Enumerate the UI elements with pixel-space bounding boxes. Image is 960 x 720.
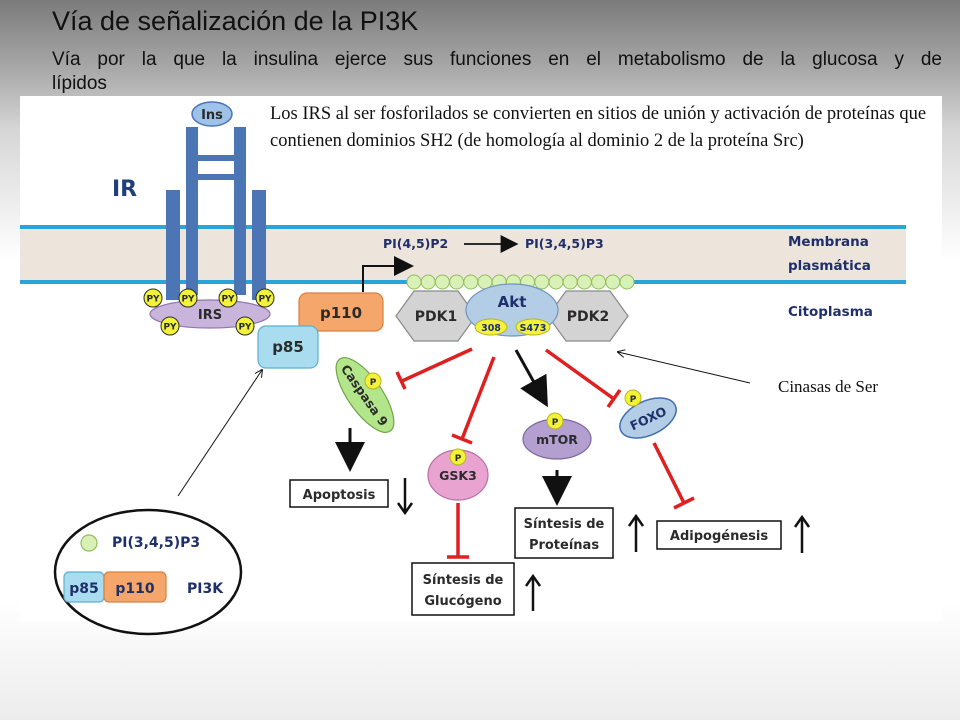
caspase9-phospho: P [370, 378, 377, 388]
legend-p110-label: p110 [115, 581, 155, 597]
gsk3-phospho: P [455, 454, 462, 464]
glycogen-synthesis-increase-arrow [524, 573, 542, 611]
pi345p3-label: PI(3,4,5)P3 [525, 236, 604, 251]
trend-arrows [396, 478, 811, 611]
membrane-label-2: plasmática [788, 258, 871, 274]
lipid-bead [434, 274, 450, 290]
p85-label: p85 [272, 338, 304, 356]
irs-note: Los IRS al ser fosforilados se convierte… [270, 104, 927, 151]
p110-subunit: p110 [298, 292, 384, 332]
glycogen-synthesis-label-2: Glucógeno [424, 594, 501, 609]
protein-synthesis-label-1: Síntesis de [524, 517, 605, 532]
phosphotyrosine-badge: PY [160, 316, 180, 336]
phosphotyrosine-badge: PY [255, 288, 275, 308]
pi3k-legend: PI(3,4,5)P3 p85 p110 PI3K [53, 508, 243, 636]
foxo-node: FOXO P [619, 389, 677, 439]
py-label: PY [238, 323, 252, 333]
py-label: PY [181, 295, 195, 305]
phosphotyrosine-badge: PY [178, 288, 198, 308]
inhibition-edges [395, 347, 695, 559]
slide-title: Vía de señalización de la PI3K [52, 6, 419, 36]
akt-site-308: 308 [481, 323, 501, 334]
p85-subunit: p85 [257, 325, 319, 369]
caspase9-node: Caspasa 9 P [335, 357, 395, 433]
kinases-annotation: Cinasas de Ser [778, 377, 879, 396]
lipid-bead [406, 274, 422, 290]
p110-to-lipid-arrow [362, 256, 414, 292]
apoptosis-label: Apoptosis [303, 488, 376, 503]
mtor-node: mTOR P [522, 412, 592, 460]
lipid-bead [534, 274, 550, 290]
lipid-bead [562, 274, 578, 290]
insulin-receptor [166, 127, 266, 300]
pdk2-label: PDK2 [567, 309, 609, 325]
slide-subtitle: Vía por la que la insulina ejerce sus fu… [52, 49, 942, 70]
protein-synthesis-box: Síntesis de Proteínas [514, 507, 614, 559]
legend-lipid-label: PI(3,4,5)P3 [112, 535, 200, 551]
lipid-bead [548, 274, 564, 290]
lipid-bead [463, 274, 479, 290]
lipid-bead [605, 274, 621, 290]
ir-label: IR [112, 177, 137, 202]
mtor-label: mTOR [536, 432, 578, 447]
phosphotyrosine-group: PY PY PY PY PY PY [143, 288, 275, 336]
mtor-phospho: P [552, 418, 559, 428]
p110-label: p110 [320, 304, 362, 322]
ins-label: Ins [201, 108, 223, 123]
insulin-ligand: Ins [191, 101, 233, 127]
slide-subtitle-continued: lípidos [52, 73, 107, 94]
phosphotyrosine-badge: PY [218, 288, 238, 308]
apoptosis-decrease-arrow [396, 478, 414, 516]
pi3k-legend-pointer-arrow [177, 370, 262, 497]
legend-pi3k-label: PI3K [187, 581, 224, 597]
kinases-pointer-arrow [618, 352, 751, 384]
gsk3-node: GSK3 P [427, 448, 489, 501]
py-label: PY [258, 295, 272, 305]
decorative-streak [936, 557, 960, 593]
protein-synthesis-increase-arrow [627, 513, 645, 552]
decorative-streak [942, 381, 960, 409]
phosphotyrosine-badge: PY [235, 316, 255, 336]
irs-label: IRS [198, 308, 222, 323]
lipid-bead [619, 274, 635, 290]
py-label: PY [146, 295, 160, 305]
foxo-phospho: P [630, 395, 637, 405]
lipid-bead [576, 274, 592, 290]
protein-synthesis-label-2: Proteínas [529, 538, 599, 553]
pdk1-kinase: PDK1 [395, 290, 477, 342]
akt-site-s473: S473 [520, 323, 547, 334]
akt-kinase: Akt 308 S473 [465, 283, 559, 337]
pi45p2-label: PI(4,5)P2 [383, 236, 448, 251]
pdk2-kinase: PDK2 [547, 290, 629, 342]
adipogenesis-label: Adipogénesis [670, 529, 768, 544]
akt-label: Akt [498, 293, 527, 311]
lipid-bead [449, 274, 465, 290]
membrane-band [20, 228, 906, 281]
py-label: PY [221, 295, 235, 305]
membrane-label-1: Membrana [788, 234, 869, 250]
lipid-bead-row [406, 274, 635, 290]
lipid-bead [420, 274, 436, 290]
gsk3-label: GSK3 [439, 468, 477, 483]
adipogenesis-increase-arrow [793, 514, 811, 553]
legend-p85-label: p85 [69, 581, 99, 597]
adipogenesis-box: Adipogénesis [656, 520, 782, 550]
lipid-bead [591, 274, 607, 290]
glycogen-synthesis-label-1: Síntesis de [423, 573, 504, 588]
activation-edges [335, 349, 572, 506]
glycogen-synthesis-box: Síntesis de Glucógeno [411, 562, 515, 616]
py-label: PY [163, 323, 177, 333]
cytoplasm-label: Citoplasma [788, 304, 873, 320]
pdk1-label: PDK1 [415, 309, 457, 325]
phosphotyrosine-badge: PY [143, 288, 163, 308]
apoptosis-box: Apoptosis [289, 479, 389, 508]
